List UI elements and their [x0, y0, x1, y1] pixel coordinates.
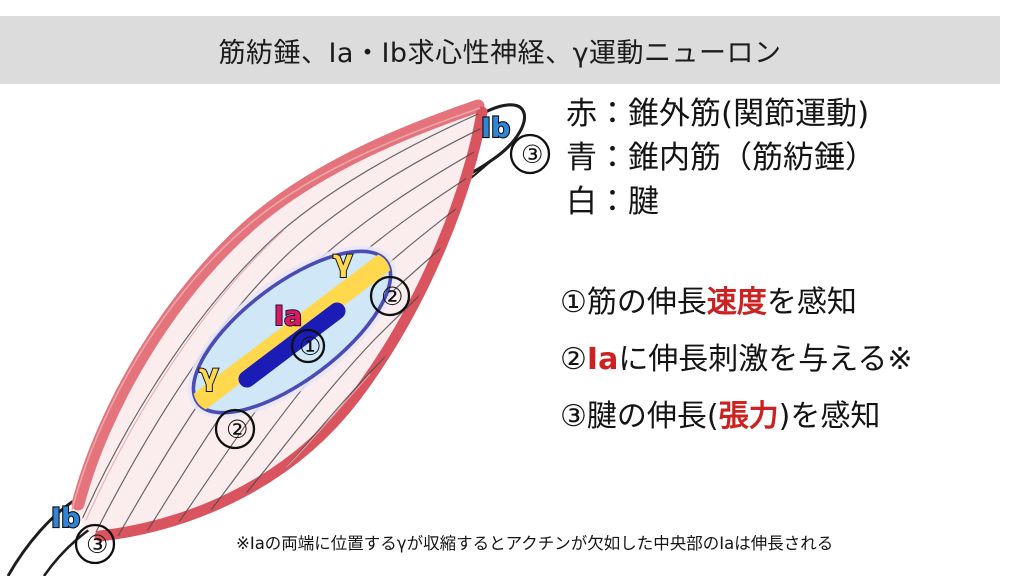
- marker-3-bottom-tendon: ③: [86, 530, 109, 559]
- point-3-suffix: )を感知: [778, 399, 881, 434]
- point-2-highlight: Ia: [586, 342, 619, 377]
- footnote: ※Iaの両端に位置するγが収縮するとアクチンが欠如した中央部のIaは伸長される: [236, 534, 834, 553]
- numbered-points: ①筋の伸長速度を感知 ②Iaに伸長刺激を与える※ ③腱の伸長(張力)を感知: [560, 286, 1024, 457]
- point-item-3: ③腱の伸長(張力)を感知: [560, 400, 1024, 433]
- marker-1-spindle: ①: [299, 332, 322, 361]
- label-gamma-upper: γ: [332, 244, 354, 278]
- point-1-prefix: ①筋の伸長: [560, 285, 707, 320]
- point-3-prefix: ③腱の伸長(: [560, 399, 719, 434]
- page-title: 筋紡錘、Ia・Ib求心性神経、γ運動ニューロン: [218, 37, 782, 69]
- marker-3-top-tendon: ③: [521, 140, 544, 169]
- label-gamma-lower: γ: [198, 358, 220, 392]
- title-band: [0, 16, 1000, 84]
- point-3-highlight: 張力: [718, 399, 779, 434]
- legend-row-red: 赤：錐外筋(関節運動): [566, 96, 870, 132]
- legend-row-blue: 青：錐内筋（筋紡錘）: [566, 140, 876, 177]
- point-item-2: ②Iaに伸長刺激を与える※: [560, 343, 1024, 376]
- legend-row-white: 白：腱: [566, 184, 659, 221]
- circle-markers: [74, 133, 551, 565]
- point-2-suffix: に伸長刺激を与える※: [618, 342, 913, 377]
- point-1-suffix: を感知: [766, 285, 857, 320]
- muscle-spindle-diagram: Ib ③ Ib ③ Ia ① γ γ ② ②: [0, 84, 560, 576]
- color-legend: 赤：錐外筋(関節運動) 青：錐内筋（筋紡錘） 白：腱: [566, 92, 1016, 224]
- point-2-prefix: ②: [560, 342, 587, 377]
- diagram-svg: [6, 99, 551, 576]
- label-ia: Ia: [273, 301, 303, 332]
- label-ib-top: Ib: [480, 113, 512, 144]
- point-1-highlight: 速度: [706, 285, 767, 320]
- marker-2-fiber-upper: ②: [381, 282, 404, 311]
- point-item-1: ①筋の伸長速度を感知: [560, 286, 1024, 319]
- label-ib-bottom: Ib: [50, 503, 82, 534]
- marker-2-fiber-lower: ②: [226, 415, 249, 444]
